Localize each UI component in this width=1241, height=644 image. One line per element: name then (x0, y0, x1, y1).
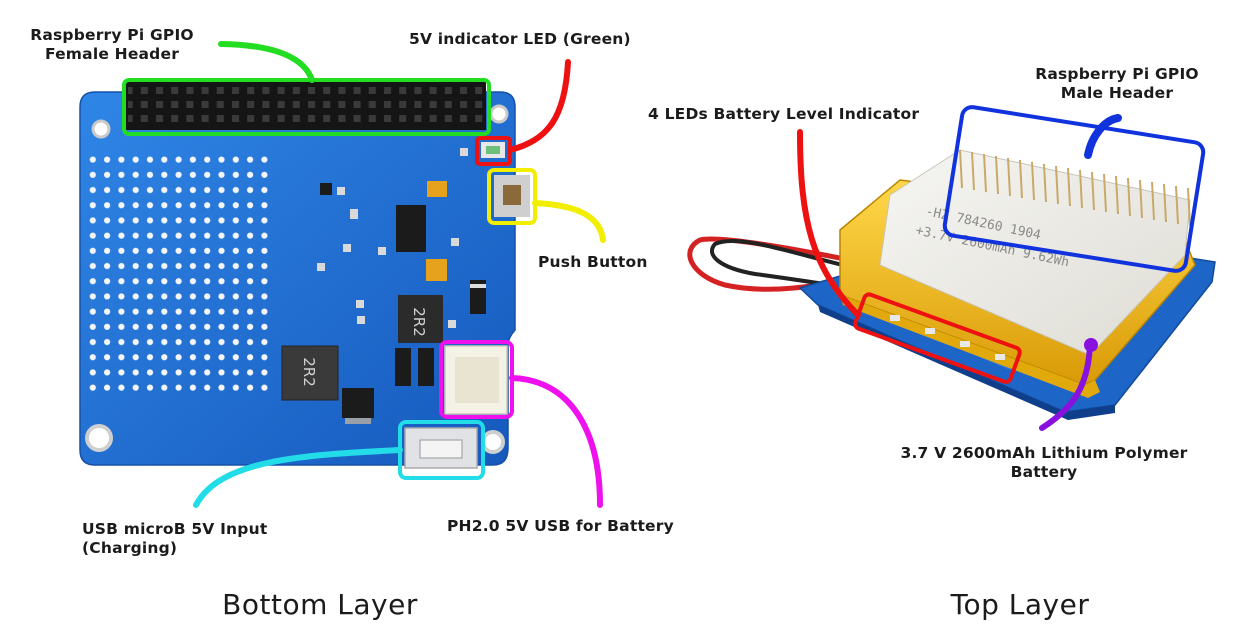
label-gpio-female: Raspberry Pi GPIO Female Header (24, 26, 200, 64)
bottom-layer-board: 2R2 2R2 (79, 82, 530, 469)
led-5v-leader (507, 59, 571, 153)
label-gpio-male-line2: Male Header (1060, 84, 1174, 102)
label-gpio-male: Raspberry Pi GPIO Male Header (1024, 65, 1210, 103)
label-battery-line1: 3.7 V 2600mAh Lithium Polymer (900, 444, 1188, 462)
label-gpio-female-line2: Female Header (44, 45, 180, 63)
gpio-female-leader (218, 41, 315, 83)
caption-top-layer: Top Layer (950, 588, 1090, 621)
ph20-leader (509, 375, 603, 508)
gpio-male-leader (1084, 114, 1122, 159)
label-usb-microb: USB microB 5V Input (Charging) (82, 520, 267, 558)
label-push-button: Push Button (538, 253, 648, 271)
label-leds-battery: 4 LEDs Battery Level Indicator (648, 105, 920, 123)
label-led-5v: 5V indicator LED (Green) (409, 30, 631, 48)
label-gpio-male-line1: Raspberry Pi GPIO (1035, 65, 1199, 83)
inductor-marking-small: 2R2 (300, 357, 318, 387)
top-layer-board: -HZ 784260 1904 +3.7V 2600mAh 9.62Wh (687, 149, 1216, 420)
label-ph20: PH2.0 5V USB for Battery (447, 517, 674, 535)
leds-battery-box (853, 292, 1022, 384)
caption-bottom-layer: Bottom Layer (222, 588, 418, 621)
usb-leader (193, 447, 403, 508)
label-usb-microb-line1: USB microB 5V Input (82, 520, 268, 538)
label-battery-line2: Battery (1010, 463, 1078, 481)
leds-battery-leader (797, 129, 861, 318)
gpio-male-box (942, 105, 1206, 273)
battery-leader-dot (1084, 338, 1098, 352)
gpio-female-box (122, 78, 491, 136)
battery-leader (1039, 342, 1093, 431)
push-button-leader (532, 200, 606, 243)
inductor-marking-large: 2R2 (410, 307, 428, 337)
label-battery: 3.7 V 2600mAh Lithium Polymer Battery (886, 444, 1202, 482)
label-gpio-female-line1: Raspberry Pi GPIO (30, 26, 194, 44)
label-usb-microb-line2: (Charging) (82, 539, 178, 557)
push-button-box (487, 168, 537, 225)
